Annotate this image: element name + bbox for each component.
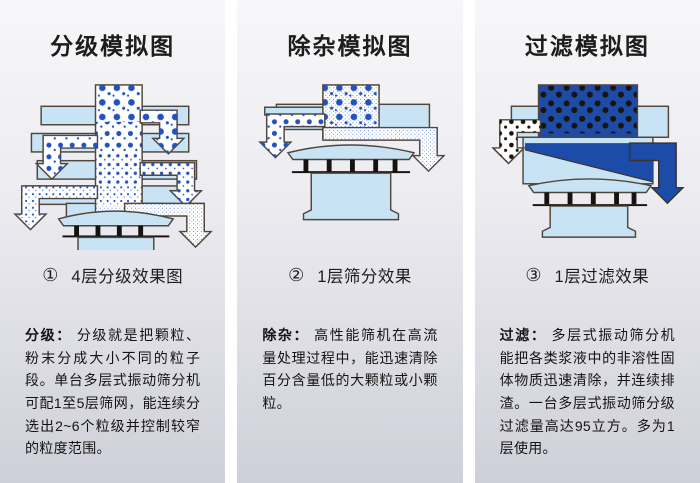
- caption: ② 1层筛分效果: [288, 263, 412, 287]
- caption-number: ③: [525, 264, 542, 285]
- description-text: 分级就是把颗粒、粉末分成大小不同的粒子段。单台多层式振动筛分机可配1至5层筛网，…: [25, 327, 201, 457]
- caption: ① 4层分级效果图: [42, 263, 183, 287]
- panel-classification: 分级模拟图: [0, 0, 226, 483]
- liquid-wedge: [525, 143, 654, 183]
- description-label: 分级：: [25, 327, 72, 343]
- machine-base: [527, 178, 653, 238]
- fines-discharge-arrow: [322, 126, 446, 173]
- machine-base: [57, 210, 175, 250]
- caption-text: 1层筛分效果: [317, 268, 412, 286]
- panel-title: 过滤模拟图: [524, 33, 650, 59]
- description-label: 除杂：: [262, 327, 310, 343]
- description: 除杂：高性能筛机在高流量处理过程中，能迅速清除百分含量低的大颗粒或小颗粒。: [237, 324, 462, 415]
- discharge-arrow-grade3: [139, 161, 203, 208]
- caption-text: 4层分级效果图: [71, 268, 184, 286]
- classification-diagram-box: [10, 83, 216, 253]
- discharge-arrow-grade1: [139, 109, 186, 155]
- filtration-diagram-box: [484, 83, 690, 253]
- description: 分级：分级就是把颗粒、粉末分成大小不同的粒子段。单台多层式振动筛分机可配1至5层…: [0, 324, 225, 460]
- oversize-discharge-arrow: [258, 113, 326, 159]
- liquid-discharge-arrow: [629, 142, 686, 205]
- filtration-diagram: [491, 84, 686, 238]
- caption-number: ①: [42, 264, 59, 285]
- caption-number: ②: [288, 264, 305, 285]
- discharge-arrow-grade2: [34, 134, 98, 181]
- description-label: 过滤：: [499, 327, 547, 343]
- screening-diagram: [258, 84, 446, 221]
- feed-column: [94, 84, 143, 220]
- panel-impurity-removal: 除杂模拟图: [237, 0, 463, 483]
- screening-diagram-box: [247, 83, 453, 253]
- discharge-arrow-grade4: [12, 185, 98, 231]
- classification-diagram: [12, 84, 213, 250]
- machine-base: [286, 144, 416, 221]
- slurry-feed-box: [538, 84, 639, 146]
- caption-text: 1层过滤效果: [554, 268, 650, 286]
- panel-filtration: 过滤模拟图: [474, 0, 700, 483]
- description: 过滤：多层式振动筛分机能把各类浆液中的非溶性固体物质迅速清除，并连续排渣。一台多…: [475, 324, 700, 460]
- panel-title: 分级模拟图: [50, 33, 176, 59]
- caption: ③ 1层过滤效果: [525, 263, 649, 287]
- description-text: 高性能筛机在高流量处理过程中，能迅速清除百分含量低的大颗粒或小颗粒。: [262, 327, 438, 412]
- panel-title: 除杂模拟图: [287, 33, 413, 59]
- description-text: 多层式振动筛分机能把各类浆液中的非溶性固体物质迅速清除，并连续排渣。一台多层式振…: [499, 327, 675, 457]
- solids-discharge-arrow: [491, 119, 542, 165]
